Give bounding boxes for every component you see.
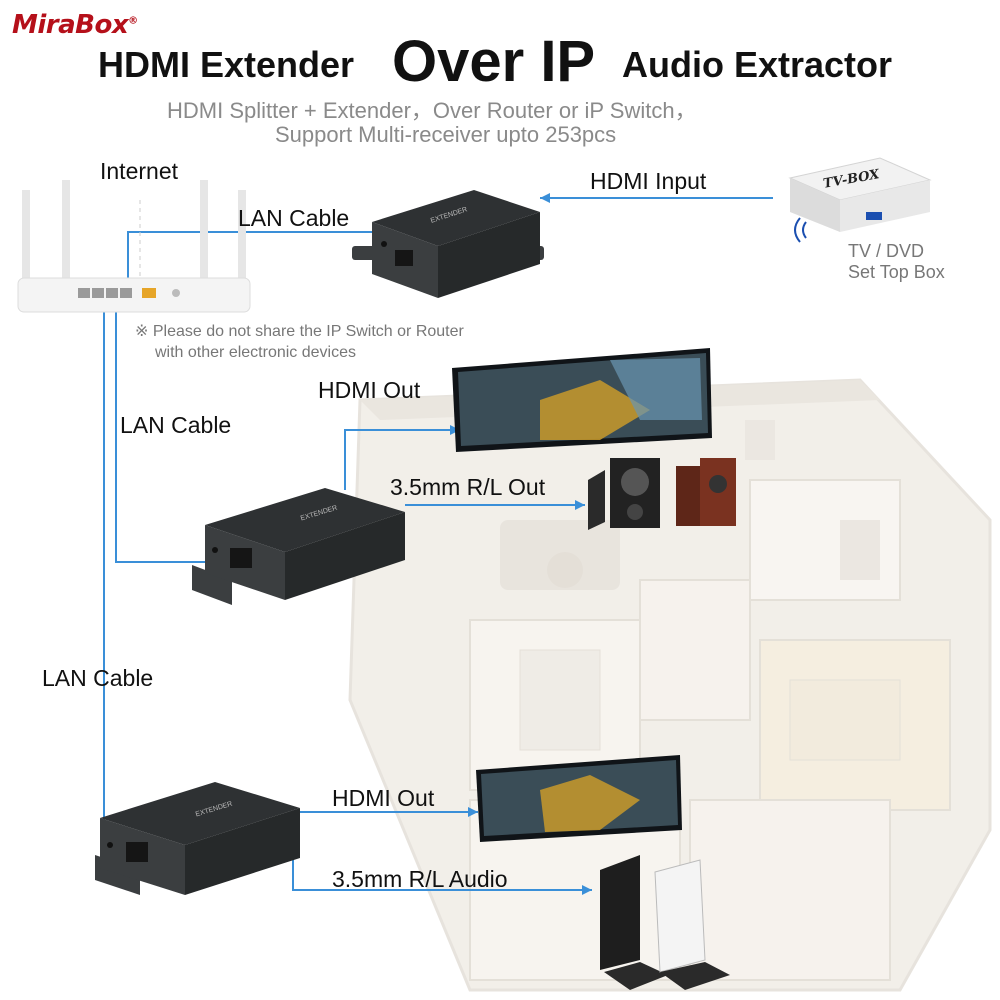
router-graphic: [17, 180, 251, 313]
extender-device-top: [352, 190, 544, 298]
lan-cable-top-line: [127, 231, 378, 292]
audio-out-1-label: 3.5mm R/L Out: [390, 474, 546, 500]
lan-cable-mid-line: [115, 292, 205, 563]
brand-logo-text: MiraBox: [12, 10, 129, 40]
tv-screen-2: [476, 755, 682, 842]
tv-box-label-line-2: Set Top Box: [848, 262, 945, 282]
tv-screen-1: [452, 348, 712, 452]
speakers-1: [588, 458, 736, 530]
tv-box-graphic: [788, 157, 932, 243]
subtitle-line-1: HDMI Splitter + Extender，Over Router or …: [167, 98, 697, 123]
audio-out-2-line: [292, 855, 592, 891]
audio-out-2-label: 3.5mm R/L Audio: [332, 866, 508, 892]
lan-cable-top-label: LAN Cable: [238, 205, 350, 231]
title-part-3: Audio Extractor: [622, 44, 893, 85]
note-line-1: ※ Please do not share the IP Switch or R…: [135, 323, 464, 340]
internet-label: Internet: [100, 158, 178, 184]
speakers-2: [600, 855, 730, 990]
registered-mark: ®: [128, 15, 138, 27]
subtitle-line-2: Support Multi-receiver upto 253pcs: [275, 122, 617, 147]
hdmi-out-1-line: [344, 429, 460, 490]
hdmi-input-label: HDMI Input: [590, 168, 707, 194]
tv-box-label-line-1: TV / DVD: [848, 241, 925, 261]
cables: [103, 197, 773, 891]
note-line-2: with other electronic devices: [155, 344, 356, 361]
arrowheads: [450, 193, 592, 895]
lan-cable-mid-label: LAN Cable: [120, 412, 232, 438]
extender-device-mid: [192, 488, 405, 605]
hdmi-out-2-label: HDMI Out: [332, 785, 435, 811]
hdmi-out-1-label: HDMI Out: [318, 377, 421, 403]
title-part-1: HDMI Extender: [98, 44, 355, 85]
extender-device-bottom: [95, 782, 300, 895]
page-title: HDMI Extender Over IP Audio Extractor: [0, 22, 1000, 94]
lan-cable-bottom-label: LAN Cable: [42, 665, 154, 691]
brand-logo: MiraBox®: [12, 10, 138, 40]
title-part-2: Over IP: [392, 29, 596, 94]
